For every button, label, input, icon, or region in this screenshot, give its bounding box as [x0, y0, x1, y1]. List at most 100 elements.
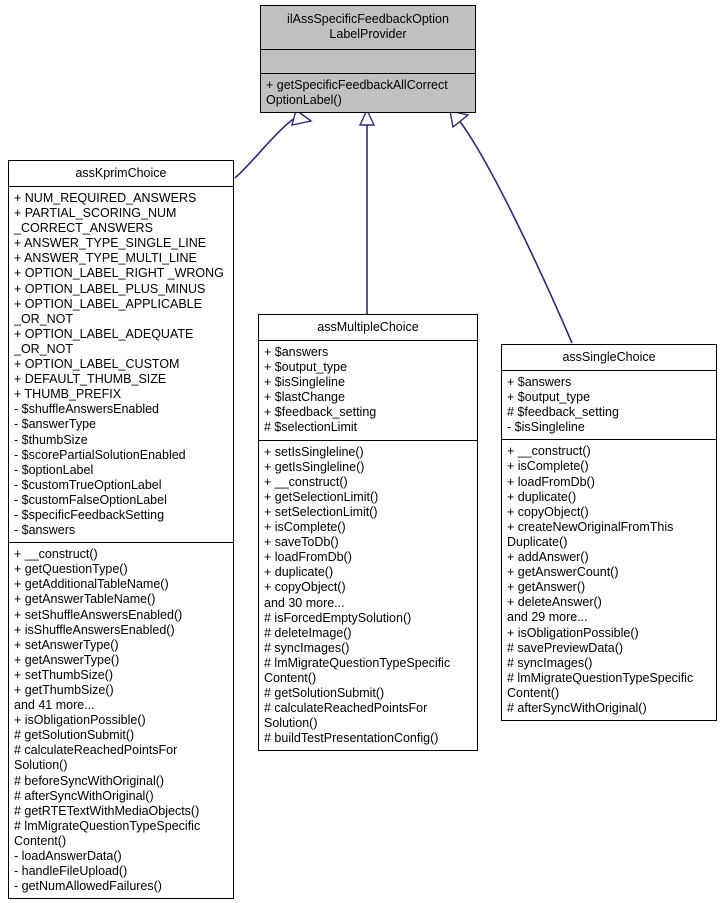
attribute-item: # $selectionLimit [264, 420, 358, 435]
compartment-divider [259, 439, 477, 441]
operation-item: # savePreviewData() [507, 640, 624, 655]
operation-item: # getSolutionSubmit() [14, 728, 135, 743]
attribute-item: + OPTION_LABEL_APPLICABLE _OR_NOT [14, 296, 202, 326]
operation-item: + setIsSingleline() [264, 444, 364, 459]
operation-item: + isShuffleAnswersEnabled() [14, 622, 175, 637]
class-box-interface[interactable]: ilAssSpecificFeedbackOption LabelProvide… [260, 5, 476, 114]
attributes-compartment-asssinglechoice: + $answers + $output_type # $feedback_se… [502, 371, 716, 439]
attribute-item: - $answerType [14, 417, 96, 432]
compartment-divider [261, 49, 475, 50]
class-title-interface: ilAssSpecificFeedbackOption LabelProvide… [287, 12, 449, 41]
operations-compartment-interface: + getSpecificFeedbackAllCorrect OptionLa… [261, 74, 475, 112]
operation-item: # syncImages() [507, 655, 593, 670]
operation-item: + addAnswer() [507, 550, 589, 565]
attribute-item: + $output_type [264, 360, 348, 375]
operation-item: + setThumbSize() [14, 667, 113, 682]
operation-item: + getThumbSize() [14, 683, 114, 697]
operation-item: + copyObject() [507, 504, 589, 519]
class-title-asssinglechoice: assSingleChoice [562, 350, 656, 364]
class-box-assmultiplechoice[interactable]: assMultipleChoice + $answers + $output_t… [258, 314, 478, 752]
operation-item: # afterSyncWithOriginal() [14, 788, 154, 803]
operation-item: # getRTETextWithMediaObjects() [14, 803, 200, 818]
operation-item: - getNumAllowedFailures() [14, 879, 162, 894]
attribute-item: + OPTION_LABEL_CUSTOM [14, 357, 180, 372]
operation-item: - handleFileUpload() [14, 864, 128, 879]
compartment-divider [9, 186, 233, 187]
attribute-item: + OPTION_LABEL_PLUS_MINUS [14, 281, 206, 296]
attribute-item: + ANSWER_TYPE_MULTI_LINE [14, 251, 197, 266]
operation-item: # isForcedEmptySolution() [264, 610, 412, 625]
attribute-item: - $customFalseOptionLabel [14, 492, 167, 507]
operation-item: # afterSyncWithOriginal() [507, 700, 647, 715]
compartment-divider [9, 542, 233, 544]
operation-item: + getSpecificFeedbackAllCorrect OptionLa… [266, 78, 448, 108]
attributes-compartment-interface [261, 50, 475, 73]
class-title-asskprimchoice: assKprimChoice [75, 166, 167, 180]
operation-item: # lmMigrateQuestionTypeSpecific Content(… [264, 655, 451, 685]
operation-item: # buildTestPresentationConfig() [264, 731, 439, 746]
attribute-item: - $shuffleAnswersEnabled [14, 402, 159, 417]
operation-item: + isObligationPossible() [14, 713, 146, 728]
operation-item: + duplicate() [264, 565, 334, 580]
operations-compartment-asskprimchoice: + __construct() + getQuestionType() + ge… [9, 543, 233, 898]
operation-item: + saveToDb() [264, 535, 339, 550]
attributes-compartment-assmultiplechoice: + $answers + $output_type + $isSinglelin… [259, 341, 477, 440]
attribute-item: - $optionLabel [14, 462, 94, 477]
realization-arrowhead-single [449, 110, 470, 129]
operation-item: + isComplete() [507, 459, 589, 474]
operation-item: + setSelectionLimit() [264, 504, 378, 519]
attribute-item: - $scorePartialSolutionEnabled [14, 447, 186, 462]
attribute-item: - $customTrueOptionLabel [14, 477, 162, 492]
operation-item: # calculateReachedPointsFor Solution() [264, 701, 428, 731]
operations-compartment-asssinglechoice: + __construct() + isComplete() + loadFro… [502, 440, 716, 720]
operation-item: # lmMigrateQuestionTypeSpecific Content(… [14, 818, 201, 848]
operation-item: + getAnswerCount() [507, 565, 619, 580]
realization-single-to-interface [457, 118, 573, 344]
attribute-item: + $feedback_setting [264, 405, 377, 420]
attribute-item: + PARTIAL_SCORING_NUM _CORRECT_ANSWERS [14, 206, 177, 236]
attribute-item: + NUM_REQUIRED_ANSWERS [14, 191, 197, 205]
attribute-item: + $output_type [507, 390, 591, 405]
operation-more-label: and 29 more... [507, 610, 588, 625]
class-title-assmultiplechoice: assMultipleChoice [317, 320, 419, 334]
attribute-item: - $thumbSize [14, 432, 88, 447]
attribute-item: # $feedback_setting [507, 405, 619, 420]
operation-item: + createNewOriginalFromThis Duplicate() [507, 519, 674, 549]
attribute-item: - $specificFeedbackSetting [14, 507, 165, 522]
compartment-divider [502, 370, 716, 371]
operation-item: + getAnswerType() [14, 652, 120, 667]
operation-item: + getAnswer() [507, 580, 586, 595]
attribute-item: - $answers [14, 523, 76, 538]
compartment-divider [259, 340, 477, 341]
operation-item: + loadFromDb() [264, 550, 352, 565]
operation-item: + isObligationPossible() [507, 625, 639, 640]
operation-item: + deleteAnswer() [507, 595, 602, 610]
operation-more-label: and 30 more... [264, 595, 345, 610]
compartment-divider [502, 439, 716, 441]
operation-item: + loadFromDb() [507, 474, 595, 489]
operation-item: # syncImages() [264, 640, 350, 655]
operation-item: + getAnswerTableName() [14, 592, 156, 607]
class-box-asssinglechoice[interactable]: assSingleChoice + $answers + $output_typ… [501, 344, 717, 722]
attribute-item: + OPTION_LABEL_ADEQUATE _OR_NOT [14, 326, 194, 356]
attribute-item: + $isSingleline [264, 375, 345, 390]
operations-compartment-assmultiplechoice: + setIsSingleline() + getIsSingleline() … [259, 441, 477, 751]
class-box-asskprimchoice[interactable]: assKprimChoice + NUM_REQUIRED_ANSWERS + … [8, 160, 234, 900]
operation-item: + setShuffleAnswersEnabled() [14, 607, 183, 622]
realization-kprim-to-interface [234, 116, 297, 179]
operation-item: # beforeSyncWithOriginal() [14, 773, 165, 788]
operation-item: + getAdditionalTableName() [14, 577, 169, 592]
operation-item: # calculateReachedPointsFor Solution() [14, 743, 178, 773]
attribute-item: + $lastChange [264, 390, 345, 405]
attribute-item: + ANSWER_TYPE_SINGLE_LINE [14, 236, 207, 251]
operation-item: + getIsSingleline() [264, 459, 365, 474]
operation-item: + __construct() [14, 547, 98, 562]
operation-item: + isComplete() [264, 520, 346, 535]
operation-item: + duplicate() [507, 489, 577, 504]
attribute-item: + OPTION_LABEL_RIGHT _WRONG [14, 266, 224, 281]
attribute-item: + $answers [507, 375, 572, 389]
attribute-item: + $answers [264, 345, 329, 359]
operation-item: + copyObject() [264, 580, 346, 595]
attribute-item: + DEFAULT_THUMB_SIZE [14, 372, 167, 387]
